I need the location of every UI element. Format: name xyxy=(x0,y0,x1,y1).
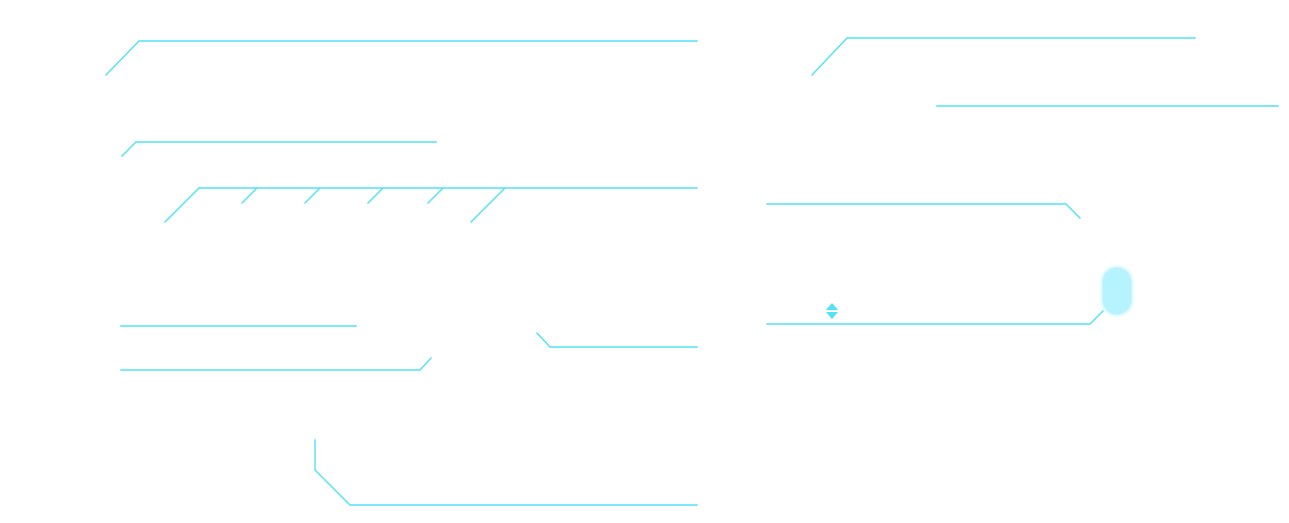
right-field-frame-top[interactable] xyxy=(766,203,1081,219)
segment-divider-2 xyxy=(304,187,321,204)
toggle-knob-icon[interactable] xyxy=(1103,268,1131,314)
right-field-underline[interactable] xyxy=(766,310,1104,325)
left-field-underline-3[interactable] xyxy=(536,332,698,348)
segment-tab-left-edge xyxy=(164,187,200,223)
right-header-frame xyxy=(811,37,1196,76)
triangle-down-icon[interactable] xyxy=(826,312,838,319)
segment-divider-4 xyxy=(427,187,444,204)
left-subheader-frame xyxy=(121,141,437,157)
left-footer-frame xyxy=(314,439,698,506)
segment-tabs-frame xyxy=(164,187,698,223)
segment-tab-right-edge xyxy=(470,187,506,223)
segment-divider-1 xyxy=(241,187,258,204)
triangle-up-icon[interactable] xyxy=(826,303,838,310)
left-field-underline-2[interactable] xyxy=(120,357,432,371)
quantity-stepper[interactable] xyxy=(823,298,841,324)
left-header-frame xyxy=(105,40,698,76)
segment-divider-3 xyxy=(367,187,384,204)
